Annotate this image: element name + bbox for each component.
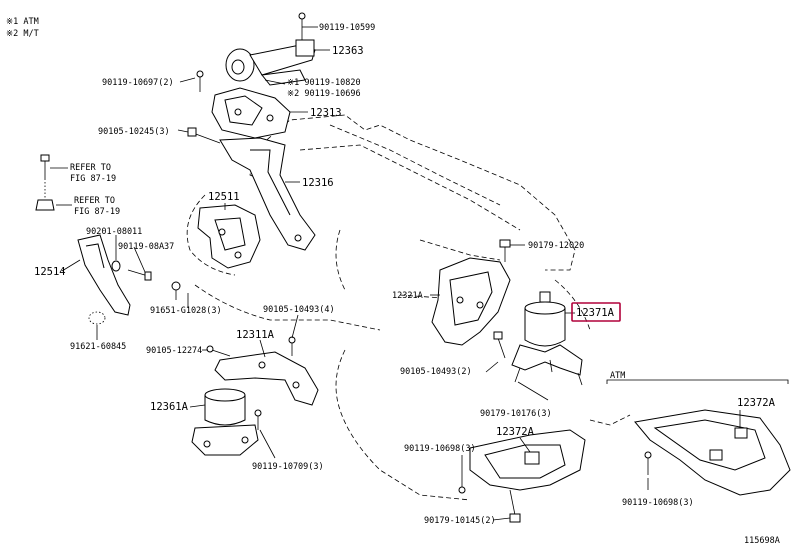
engine-outline [186,114,591,501]
legend-atm: ※1 ATM [6,17,39,27]
bracket-12321a [431,239,511,359]
mount-12371a [511,291,583,386]
label-fig-87-19-2[interactable]: FIG 87-19 [74,207,120,217]
label-refer-to-1: REFER TO [70,163,111,173]
label-90105-12274[interactable]: 90105-12274 [146,346,202,356]
label-90105-10245[interactable]: 90105-10245(3) [98,127,170,137]
label-90119-10599[interactable]: 90119-10599 [319,23,375,33]
leader-lines [61,26,741,521]
label-12311a[interactable]: 12311A [236,329,275,341]
label-12316[interactable]: 12316 [302,177,334,189]
label-90119-10698-right[interactable]: 90119-10698(3) [622,498,694,508]
label-12361a[interactable]: 12361A [150,401,189,413]
bolt-91651 [171,281,181,300]
mount-12361a [191,388,262,456]
label-90179-10176[interactable]: 90179-10176(3) [480,409,552,419]
label-90119-10820[interactable]: ※1 90119-10820 [287,78,361,88]
label-12321a[interactable]: 12321A [392,291,423,301]
label-90105-10493-2[interactable]: 90105-10493(2) [400,367,472,377]
bracket-12311a [206,336,319,406]
label-90201-08011[interactable]: 90201-08011 [86,227,142,237]
label-90105-10493-4[interactable]: 90105-10493(4) [263,305,335,315]
label-fig-87-19-1[interactable]: FIG 87-19 [70,174,116,184]
label-reference-number: 115698A [744,536,780,546]
label-12313[interactable]: 12313 [310,107,342,119]
mount-12363 [225,12,316,86]
label-90119-10709[interactable]: 90119-10709(3) [252,462,324,472]
label-90179-10145[interactable]: 90179-10145(2) [424,516,496,526]
reference-bolts [35,154,72,211]
label-12363[interactable]: 12363 [332,45,364,57]
bracket-12511 [197,204,261,269]
bracket-12514 [77,234,152,340]
label-12514[interactable]: 12514 [34,266,66,278]
label-12372a-right[interactable]: 12372A [737,397,776,409]
atm-group [589,379,791,496]
bracket-12316 [187,127,316,251]
legend-mt: ※2 M/T [6,29,39,39]
label-refer-to-2: REFER TO [74,196,115,206]
label-12372a-middle[interactable]: 12372A [496,426,535,438]
bracket-12313 [196,70,291,139]
label-90119-08a37[interactable]: 90119-08A37 [118,242,174,252]
label-90119-10696[interactable]: ※2 90119-10696 [287,89,361,99]
label-12511[interactable]: 12511 [208,191,240,203]
label-12371a[interactable]: 12371A [576,307,615,319]
label-atm: ATM [610,371,625,381]
label-90179-12020[interactable]: 90179-12020 [528,241,584,251]
label-91651-g1028[interactable]: 91651-G1028(3) [150,306,222,316]
label-90119-10697[interactable]: 90119-10697(2) [102,78,174,88]
label-91621-60845[interactable]: 91621-60845 [70,342,126,352]
label-90119-10698-middle[interactable]: 90119-10698(3) [404,444,476,454]
highlight-box-12371a [571,302,621,322]
member-12372a-middle [458,429,586,523]
